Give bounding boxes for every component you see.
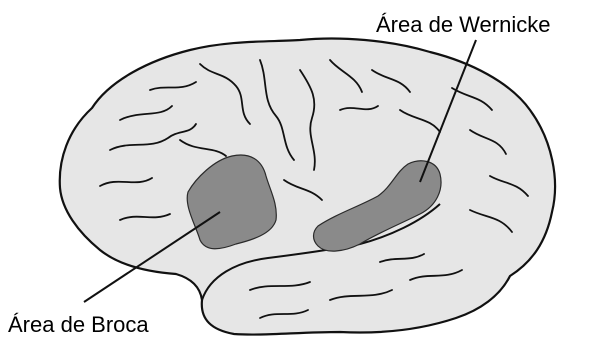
- wernicke-area-label: Área de Wernicke: [376, 14, 550, 36]
- broca-area-label: Área de Broca: [8, 314, 149, 336]
